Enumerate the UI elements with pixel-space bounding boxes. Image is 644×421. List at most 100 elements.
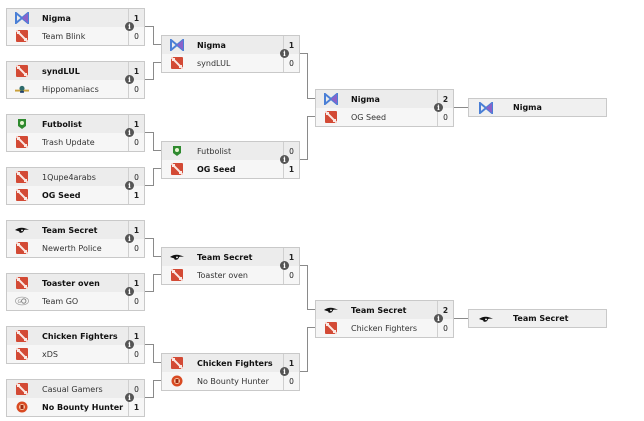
dota-logo-icon bbox=[15, 29, 29, 43]
match-info-icon[interactable]: i bbox=[125, 340, 134, 349]
dota-logo-icon bbox=[170, 162, 184, 176]
final-connector-line bbox=[454, 318, 468, 319]
team-secret-logo-icon bbox=[324, 303, 338, 317]
team-score: 1 bbox=[128, 221, 144, 239]
match-info-icon[interactable]: i bbox=[280, 49, 289, 58]
match-info-icon[interactable]: i bbox=[434, 103, 443, 112]
dota-logo-icon bbox=[324, 321, 338, 335]
dota-logo-icon bbox=[15, 382, 29, 396]
dota-logo-icon bbox=[15, 188, 29, 202]
match-info-icon[interactable]: i bbox=[125, 128, 134, 137]
bracket-connector-line bbox=[307, 309, 315, 310]
team-row[interactable]: Team Secret 2 bbox=[316, 301, 453, 320]
match-info-icon[interactable]: i bbox=[280, 155, 289, 164]
futbolist-logo-icon bbox=[15, 117, 29, 131]
dota-logo-icon bbox=[170, 356, 184, 370]
team-name: OG Seed bbox=[351, 112, 387, 122]
final-winner-2[interactable]: Team Secret bbox=[468, 309, 607, 328]
match-info-icon[interactable]: i bbox=[125, 393, 134, 402]
final-connector-line bbox=[454, 107, 468, 108]
match-info-icon[interactable]: i bbox=[125, 75, 134, 84]
team-score: 0 bbox=[437, 319, 453, 337]
bracket-connector-line bbox=[145, 79, 153, 80]
dota-logo-icon bbox=[15, 135, 29, 149]
team-score: 1 bbox=[283, 160, 299, 178]
bracket-connector-line bbox=[145, 291, 153, 292]
team-score: 1 bbox=[128, 62, 144, 80]
team-score: 1 bbox=[283, 36, 299, 54]
match-info-icon[interactable]: i bbox=[280, 367, 289, 376]
team-score: 0 bbox=[128, 292, 144, 310]
dota-logo-icon bbox=[15, 329, 29, 343]
team-row[interactable]: syndLUL 1 bbox=[7, 62, 144, 81]
futbolist-logo-icon bbox=[170, 144, 184, 158]
bracket-connector-line bbox=[153, 256, 161, 257]
dota-logo-icon bbox=[15, 64, 29, 78]
match-info-icon[interactable]: i bbox=[125, 234, 134, 243]
team-name: Team Secret bbox=[351, 305, 407, 315]
match-info-icon[interactable]: i bbox=[125, 181, 134, 190]
hippomaniacs-logo-icon bbox=[15, 82, 29, 96]
team-name: Chicken Fighters bbox=[42, 331, 118, 341]
svg-text:G: G bbox=[18, 299, 22, 305]
winner-team-name: Nigma bbox=[513, 103, 542, 112]
team-score: 1 bbox=[128, 274, 144, 292]
dota-logo-icon bbox=[15, 347, 29, 361]
dota-logo-icon bbox=[15, 170, 29, 184]
team-name: syndLUL bbox=[42, 66, 80, 76]
team-name: Futbolist bbox=[197, 146, 232, 156]
final-winner-1[interactable]: Nigma bbox=[468, 98, 607, 117]
match-info-icon[interactable]: i bbox=[434, 314, 443, 323]
bracket-connector-line bbox=[153, 274, 161, 275]
team-score: 2 bbox=[437, 301, 453, 319]
team-score: 0 bbox=[283, 142, 299, 160]
match-info-icon[interactable]: i bbox=[125, 22, 134, 31]
team-score: 2 bbox=[437, 90, 453, 108]
match-info-icon[interactable]: i bbox=[280, 261, 289, 270]
bracket-connector-line bbox=[307, 116, 315, 117]
bracket-connector-line bbox=[153, 44, 161, 45]
match-info-icon[interactable]: i bbox=[125, 287, 134, 296]
team-row[interactable]: Futbolist 0 bbox=[162, 142, 299, 161]
team-go-logo-icon: G bbox=[15, 294, 29, 308]
